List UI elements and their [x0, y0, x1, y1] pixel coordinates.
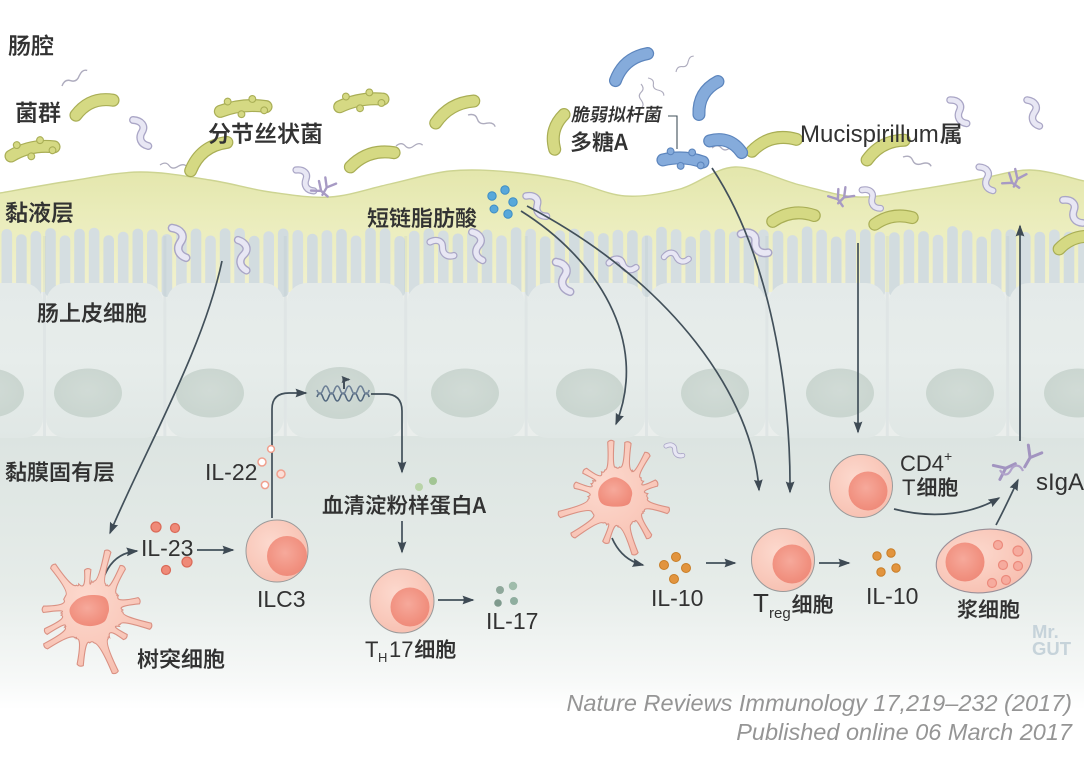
- svg-text:Mr.: Mr.: [1032, 621, 1059, 642]
- svg-text:T: T: [365, 637, 378, 662]
- svg-text:reg: reg: [769, 605, 791, 622]
- svg-text:IL-10: IL-10: [651, 585, 703, 611]
- svg-text:IL-22: IL-22: [205, 459, 257, 485]
- svg-text:ILC3: ILC3: [257, 586, 306, 612]
- svg-text:CD4: CD4: [900, 451, 944, 476]
- svg-text:H: H: [378, 650, 387, 665]
- svg-text:T: T: [753, 588, 769, 618]
- svg-text:IL-17: IL-17: [486, 608, 538, 634]
- svg-text:GUT: GUT: [1032, 638, 1072, 659]
- svg-text:Mucispirillum: Mucispirillum: [800, 121, 939, 148]
- svg-text:Nature Reviews Immunology 17,2: Nature Reviews Immunology 17,219–232 (20…: [566, 690, 1072, 716]
- svg-text:IL-10: IL-10: [866, 583, 918, 609]
- svg-text:+: +: [944, 448, 952, 464]
- svg-text:17: 17: [389, 637, 413, 662]
- svg-text:IL-23: IL-23: [141, 535, 193, 561]
- svg-text:sIgA: sIgA: [1036, 469, 1084, 496]
- svg-text:Published online 06 March 2017: Published online 06 March 2017: [736, 719, 1073, 745]
- svg-text:T: T: [902, 475, 915, 500]
